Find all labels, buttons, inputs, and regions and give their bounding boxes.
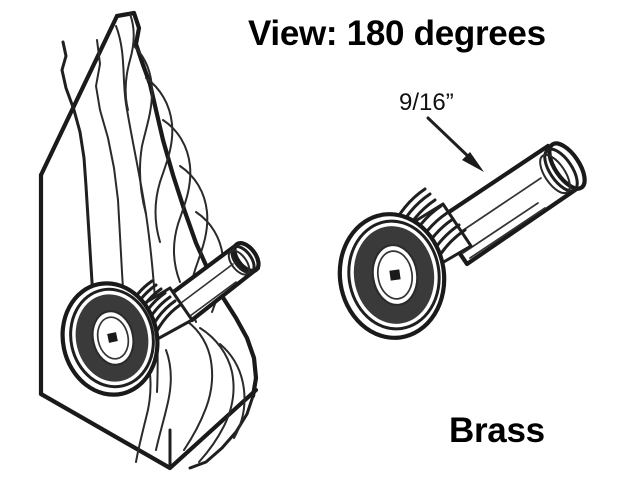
door-broken-edge bbox=[114, 10, 259, 470]
square-aperture-icon bbox=[107, 332, 118, 343]
dimension-arrow bbox=[426, 116, 484, 172]
viewer-head bbox=[337, 212, 447, 340]
page-title: View: 180 degrees bbox=[248, 14, 546, 53]
square-aperture-icon bbox=[389, 269, 401, 281]
left-panel-installed-view bbox=[38, 10, 261, 471]
dimension-label: 9/16” bbox=[399, 89, 454, 116]
installed-viewer-head bbox=[60, 281, 160, 397]
material-label: Brass bbox=[449, 411, 545, 450]
door-top-left-edge bbox=[38, 13, 120, 178]
right-panel-product-view bbox=[337, 116, 587, 340]
